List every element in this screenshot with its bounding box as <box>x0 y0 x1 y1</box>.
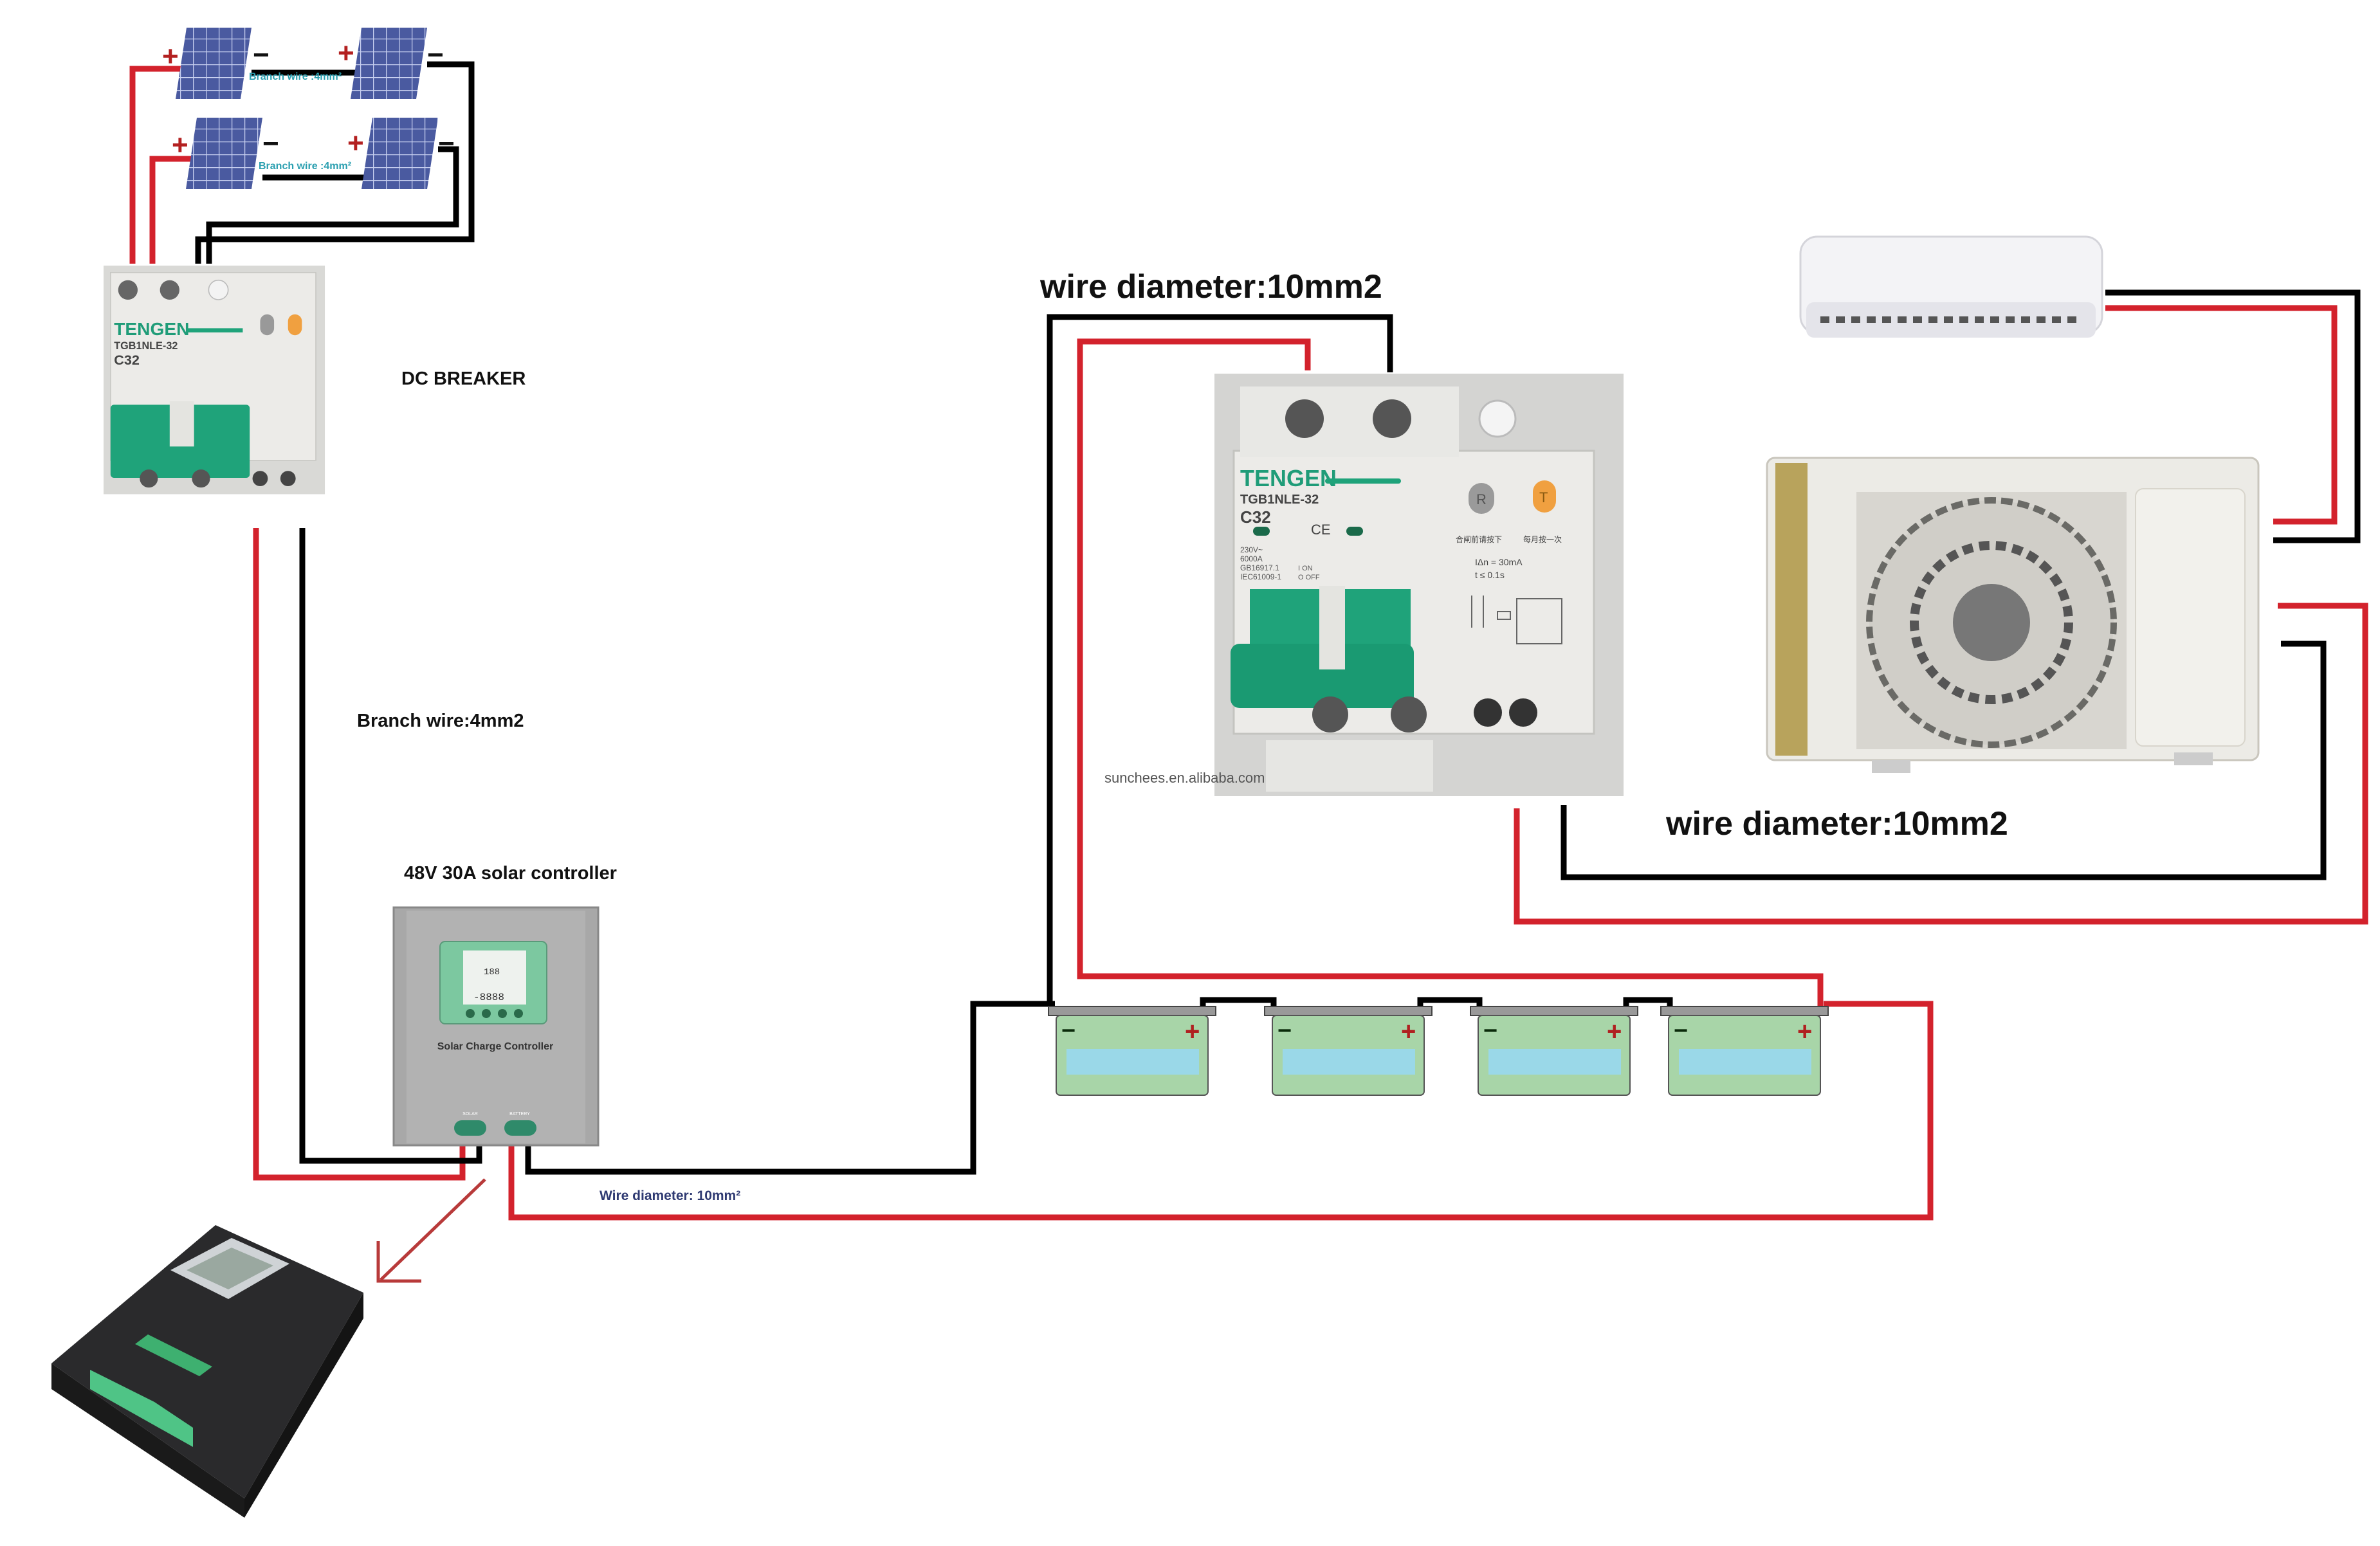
minus-sign: − <box>427 39 444 71</box>
wires <box>129 61 2368 1283</box>
battery-port-label: BATTERY <box>509 1112 530 1116</box>
controller-button[interactable] <box>466 1009 475 1018</box>
branch-wire-label-bottom: Branch wire :4mm² <box>259 161 351 172</box>
watermark: sunchees.en.alibaba.com <box>1104 770 1265 786</box>
breaker-standard-2: IEC61009-1 <box>1240 572 1281 581</box>
breaker-model: TGB1NLE-32 <box>114 340 178 352</box>
controller-title: 48V 30A solar controller <box>404 863 617 884</box>
solar-terminal <box>454 1120 486 1136</box>
branch-wire-label-top: Branch wire :4mm² <box>249 71 342 82</box>
minus-sign: − <box>438 128 455 159</box>
test-label: T <box>1539 489 1548 505</box>
battery-link-2-3 <box>1417 997 1483 1008</box>
battery-minus: − <box>1061 1017 1076 1044</box>
minus-sign: − <box>262 128 279 159</box>
breaker-to-controller-negative <box>299 528 482 1164</box>
battery-plus: + <box>1185 1017 1200 1046</box>
breaker-brand: TENGEN <box>114 319 189 339</box>
plus-sign: + <box>338 37 354 69</box>
solar-panel <box>176 28 252 99</box>
pv-positive-outer-wire <box>129 66 187 264</box>
wire-diameter-label-top: wire diameter:10mm2 <box>1039 268 1382 305</box>
branch-wire-label: Branch wire:4mm2 <box>357 711 524 731</box>
breaker-to-ac-positive <box>1514 603 2368 925</box>
reset-button[interactable] <box>1469 483 1494 514</box>
solar-panel <box>362 118 438 189</box>
battery-minus: − <box>1483 1017 1497 1044</box>
breaker-rating: C32 <box>1240 507 1271 527</box>
battery-bank: − + − + − + − + <box>1048 1006 1829 1096</box>
controller-name: Solar Charge Controller <box>437 1041 553 1052</box>
pv-negative-outer-wire <box>195 61 475 264</box>
solar-charge-controller: -8888 188 Solar Charge Controller SOLAR … <box>392 906 600 1147</box>
controller-button[interactable] <box>514 1009 523 1018</box>
battery-terminal <box>504 1120 536 1136</box>
breaker-rating: C32 <box>114 352 140 368</box>
breaker-standard-1: GB16917.1 <box>1240 563 1279 572</box>
battery-2: − + <box>1264 1006 1433 1096</box>
plus-sign: + <box>172 129 188 161</box>
controller-product-photo <box>51 1225 363 1518</box>
breaker-model: TGB1NLE-32 <box>1240 493 1319 507</box>
battery-wire-label: Wire diameter: 10mm² <box>600 1188 740 1203</box>
battery-1: − + <box>1048 1006 1216 1096</box>
trip-time: t ≤ 0.1s <box>1475 570 1505 580</box>
pv-positive-inner-wire <box>149 156 197 264</box>
breaker-breaking-capacity: 6000A <box>1240 554 1263 563</box>
battery-minus: − <box>1674 1017 1688 1044</box>
breaker-voltage: 230V~ <box>1240 545 1263 554</box>
battery-link-1-2 <box>1200 997 1277 1008</box>
reset-label: R <box>1476 491 1487 507</box>
dc-breaker: TENGEN TGB1NLE-32 C32 <box>104 266 325 495</box>
solar-panel-array: + − + − + − + − Branch wire :4mm² Branch… <box>162 28 455 189</box>
lcd-small-value: 188 <box>484 967 500 978</box>
plus-sign: + <box>162 41 179 72</box>
battery-plus: + <box>1401 1017 1416 1046</box>
battery-to-breaker-positive <box>1077 338 1824 1006</box>
battery-plus: + <box>1607 1017 1622 1046</box>
pv-negative-inner-wire <box>206 146 459 264</box>
minus-sign: − <box>253 39 270 71</box>
battery-4: − + <box>1660 1006 1829 1096</box>
solar-port-label: SOLAR <box>462 1112 478 1116</box>
solar-panel <box>186 118 262 189</box>
battery-plus: + <box>1797 1017 1812 1046</box>
arrow-line <box>380 1178 486 1281</box>
breaker-brand: TENGEN <box>1240 465 1337 491</box>
reset-note: 合闸前请按下 <box>1456 534 1502 544</box>
ce-mark: CE <box>1311 522 1331 538</box>
breaker-to-ac-negative <box>1561 641 2327 880</box>
main-breaker: TENGEN TGB1NLE-32 C32 CE 230V~ 6000A GB1… <box>1214 374 1624 796</box>
battery-3: − + <box>1470 1006 1638 1096</box>
on-label: I ON <box>1298 565 1313 572</box>
battery-to-breaker-negative <box>1047 314 1393 1004</box>
solar-panel <box>351 28 427 99</box>
indoor-outdoor-wire-black <box>2105 289 2361 543</box>
test-note: 每月按一次 <box>1523 534 1562 544</box>
wire-diameter-label-ac: wire diameter:10mm2 <box>1665 805 2008 842</box>
controller-button[interactable] <box>482 1009 491 1018</box>
battery-link-3-4 <box>1623 997 1673 1008</box>
test-button[interactable] <box>1533 480 1556 513</box>
ac-indoor-unit <box>1799 235 2103 338</box>
off-label: O OFF <box>1298 574 1320 581</box>
ac-outdoor-unit <box>1766 457 2260 773</box>
controller-battery-positive <box>508 1001 1934 1221</box>
battery-minus: − <box>1277 1017 1292 1044</box>
indoor-outdoor-wire-red <box>2105 305 2338 525</box>
plus-sign: + <box>347 127 364 159</box>
controller-button[interactable] <box>498 1009 507 1018</box>
controller-battery-negative <box>525 1001 1055 1175</box>
dc-breaker-label: DC BREAKER <box>401 368 526 389</box>
lcd-value: -8888 <box>473 992 504 1003</box>
arrow-head <box>376 1241 421 1283</box>
residual-current: IΔn = 30mA <box>1475 557 1523 567</box>
breaker-to-controller-positive <box>253 528 466 1181</box>
